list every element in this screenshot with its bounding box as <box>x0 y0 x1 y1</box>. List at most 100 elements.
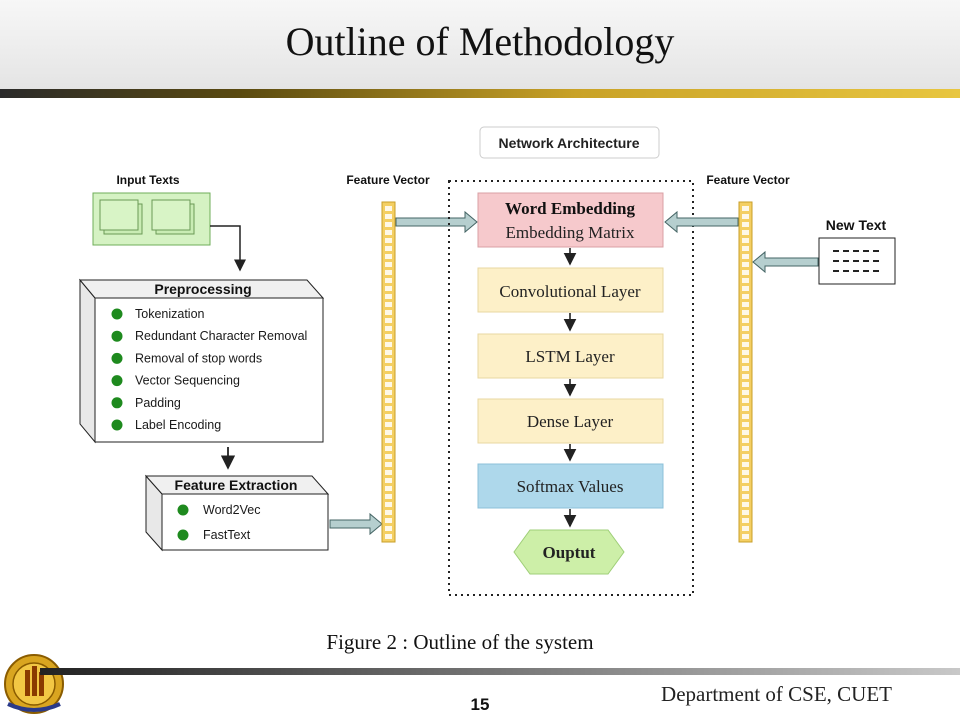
feature-vector-left-cell <box>385 206 392 211</box>
feature-vector-left-cell <box>385 286 392 291</box>
feature-vector-right-cell <box>742 366 749 371</box>
softmax-values-label: Softmax Values <box>517 477 624 496</box>
page-number: 15 <box>470 695 490 714</box>
feature-vector-left-cell <box>385 438 392 443</box>
feature-vector-left-cell <box>385 454 392 459</box>
feature-vector-left-cell <box>385 278 392 283</box>
word-embedding-box <box>477 192 664 248</box>
feature-vector-right-cell <box>742 398 749 403</box>
feature-vector-left-cell <box>385 302 392 307</box>
feature-vector-right-cell <box>742 422 749 427</box>
preprocessing-bullet <box>111 397 123 409</box>
feature-vector-right-cell <box>742 462 749 467</box>
feature-vector-right-cell <box>742 318 749 323</box>
feature-vector-right-cell <box>742 430 749 435</box>
preprocessing-bullet <box>111 375 123 387</box>
feature-vector-left-cell <box>385 478 392 483</box>
slide-title: Outline of Methodology <box>285 19 675 64</box>
feature-vector-right-cell <box>742 534 749 539</box>
text-lines-icon <box>833 250 881 272</box>
feature-vector-right-cell <box>742 262 749 267</box>
lstm-layer-box <box>477 333 664 379</box>
feature-vector-left-cell <box>385 494 392 499</box>
feature-vector-left-cell <box>385 238 392 243</box>
feature-vector-right-cell <box>742 438 749 443</box>
feature-vector-right-cell <box>742 494 749 499</box>
feature-vector-left-cell <box>385 502 392 507</box>
feature-vector-right-cell <box>742 294 749 299</box>
dense-layer-label: Dense Layer <box>527 412 614 431</box>
department-label: Department of CSE, CUET <box>661 682 892 706</box>
feature-vector-right-cell <box>742 454 749 459</box>
feature-vector-left-cell <box>385 366 392 371</box>
feature-extraction-bullet <box>177 529 189 541</box>
feature-vector-left-cell <box>385 462 392 467</box>
embedding-matrix-label: Embedding Matrix <box>506 223 635 242</box>
feature-vector-right-cell <box>742 230 749 235</box>
arrow-extraction-to-vector <box>329 512 383 536</box>
feature-vector-right-cell <box>742 214 749 219</box>
feature-vector-left-cell <box>385 334 392 339</box>
feature-vector-left-cell <box>385 270 392 275</box>
feature-vector-left-cell <box>385 534 392 539</box>
feature-vector-right-cell <box>742 270 749 275</box>
feature-vector-left-cell <box>385 326 392 331</box>
arrow-vector-to-embedding <box>395 210 478 234</box>
footer-bar <box>40 668 960 675</box>
preprocessing-item: Label Encoding <box>135 418 221 432</box>
header-gold-bar <box>0 89 960 98</box>
feature-vector-left-label: Feature Vector <box>346 173 430 187</box>
feature-vector-right-cell <box>742 302 749 307</box>
preprocessing-bullet <box>111 419 123 431</box>
feature-vector-right-cell <box>742 518 749 523</box>
feature-vector-right-cell <box>742 326 749 331</box>
feature-extraction-title: Feature Extraction <box>175 477 298 493</box>
arrow-right-vector-to-embedding <box>664 210 739 234</box>
feature-vector-left-cell <box>385 318 392 323</box>
network-architecture-badge <box>479 126 660 159</box>
preprocessing-item: Tokenization <box>135 307 205 321</box>
document-icon <box>99 199 195 235</box>
cuet-logo <box>4 654 64 714</box>
feature-vector-left-cell <box>385 518 392 523</box>
feature-vector-left-cell <box>385 398 392 403</box>
arrow-input-to-preprocessing <box>210 225 246 272</box>
feature-vector-left-cell <box>385 358 392 363</box>
softmax-values-box <box>477 463 664 509</box>
input-texts-label: Input Texts <box>116 173 179 187</box>
feature-vector-left-cell <box>385 374 392 379</box>
feature-extraction-item: Word2Vec <box>203 503 260 517</box>
preprocessing-item: Removal of stop words <box>135 351 262 365</box>
output-hexagon <box>513 529 625 575</box>
slide-header <box>0 0 960 90</box>
feature-vector-right-cell <box>742 246 749 251</box>
feature-vector-left-cell <box>385 262 392 267</box>
feature-vector-right-cell <box>742 254 749 259</box>
dense-layer-box <box>477 398 664 444</box>
feature-vector-left-cell <box>385 422 392 427</box>
lstm-layer-label: LSTM Layer <box>525 347 615 366</box>
preprocessing-bullet <box>111 330 123 342</box>
feature-vector-right-cell <box>742 206 749 211</box>
feature-vector-right-cell <box>742 342 749 347</box>
feature-vector-left-cell <box>385 406 392 411</box>
feature-vector-right-cell <box>742 478 749 483</box>
feature-vector-right-cell <box>742 406 749 411</box>
preprocessing-item: Padding <box>135 396 181 410</box>
feature-vector-left-cell <box>385 246 392 251</box>
feature-vector-left-cell <box>385 222 392 227</box>
feature-vector-left-cell <box>385 230 392 235</box>
feature-vector-left-cell <box>385 310 392 315</box>
feature-extraction-bullet <box>177 504 189 516</box>
feature-vector-right-cell <box>742 350 749 355</box>
feature-vector-left-cell <box>385 342 392 347</box>
preprocessing-bullet <box>111 308 123 320</box>
feature-vector-left-cell <box>385 382 392 387</box>
feature-vector-left-cell <box>385 486 392 491</box>
feature-vector-left-cell <box>385 430 392 435</box>
feature-vector-left-cell <box>385 470 392 475</box>
word-embedding-label: Word Embedding <box>505 199 635 218</box>
convolutional-layer-box <box>477 267 664 313</box>
arrow-new-text-to-vector <box>752 250 819 274</box>
